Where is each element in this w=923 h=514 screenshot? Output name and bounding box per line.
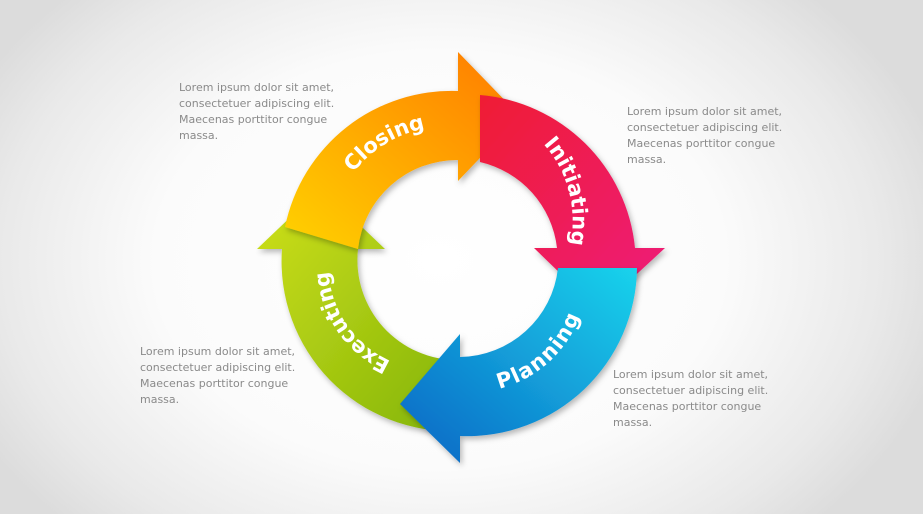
note-bottom-left: Lorem ipsum dolor sit amet, consectetuer… (140, 345, 296, 406)
arrow-executing (257, 188, 460, 432)
arrow-closing (285, 52, 520, 249)
arrow-initiating (480, 95, 665, 310)
note-top-right: Lorem ipsum dolor sit amet, consectetuer… (627, 105, 783, 166)
arrow-planning (400, 268, 637, 463)
note-bottom-right: Lorem ipsum dolor sit amet, consectetuer… (613, 368, 769, 429)
note-top-left: Lorem ipsum dolor sit amet, consectetuer… (179, 81, 335, 142)
